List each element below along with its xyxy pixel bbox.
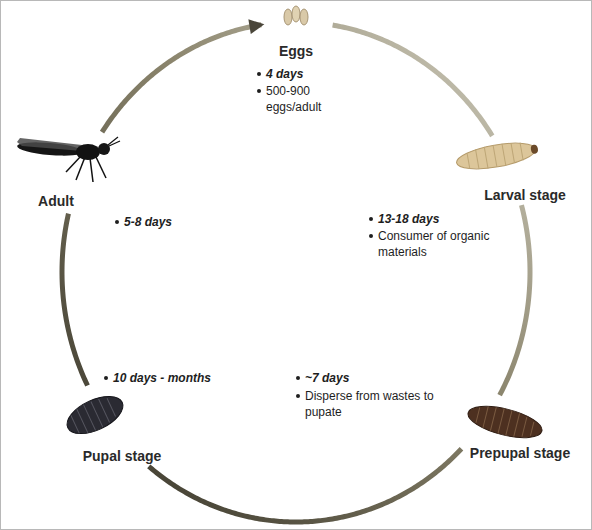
- stage-name: Larval stage: [484, 187, 566, 203]
- bullet-dot: [104, 376, 108, 380]
- pupa-illustration: [61, 389, 128, 442]
- stage-note: 500-900 eggs/adult: [266, 83, 332, 115]
- cycle-arc: [333, 25, 493, 136]
- stage-name: Prepupal stage: [470, 445, 570, 461]
- bullet-dot: [115, 220, 119, 224]
- cycle-arc: [102, 25, 261, 132]
- bullet-dot: [296, 394, 300, 398]
- stage-node: Eggs4 days500-900 eggs/adult: [262, 4, 332, 62]
- stage-note: 13-18 days: [378, 211, 439, 227]
- bullet-dot: [257, 72, 261, 76]
- bullet-dot: [369, 217, 373, 221]
- adult-fly-illustration: [17, 137, 120, 182]
- bullet-dot: [257, 89, 261, 93]
- cycle-arc: [500, 205, 530, 395]
- stage-node: Prepupal stage~7 daysDisperse from waste…: [462, 396, 574, 462]
- stage-node: Pupal stage10 days - months: [60, 386, 170, 466]
- stage-name: Pupal stage: [83, 448, 162, 464]
- stage-note: Consumer of organic materials: [378, 228, 506, 260]
- bullet-dot: [369, 234, 373, 238]
- stage-node: Larval stage13-18 daysConsumer of organi…: [455, 136, 570, 204]
- stage-note: Disperse from wastes to pupate: [305, 388, 445, 420]
- cycle-arc: [149, 449, 462, 522]
- eggs-illustration: [284, 6, 308, 25]
- stage-note: 4 days: [266, 66, 303, 82]
- larva-illustration: [455, 138, 540, 174]
- stage-note: 5-8 days: [124, 214, 172, 230]
- stage-note: 10 days - months: [113, 370, 211, 386]
- cycle-arc: [62, 214, 88, 386]
- stage-note: ~7 days: [305, 370, 349, 386]
- stage-name: Eggs: [279, 43, 313, 59]
- stage-name: Adult: [38, 193, 74, 209]
- stage-node: Adult5-8 days: [12, 134, 124, 212]
- bullet-dot: [296, 376, 300, 380]
- prepupa-illustration: [465, 400, 545, 444]
